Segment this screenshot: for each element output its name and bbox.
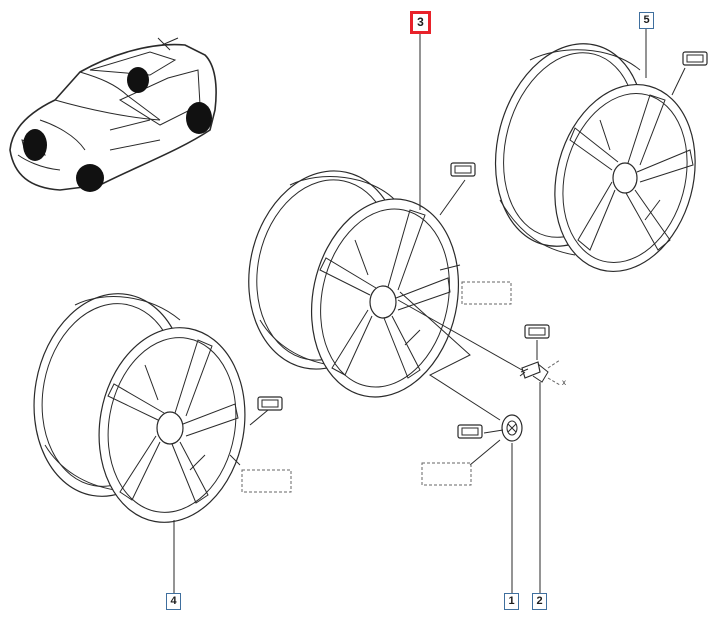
car-wheel-front-left — [23, 129, 47, 161]
tag-wheel-3 — [450, 162, 476, 177]
callout-3[interactable]: 3 — [410, 11, 431, 34]
assembly-lines — [397, 291, 523, 421]
callout-2-label: 2 — [536, 595, 543, 607]
callout-5-label: 5 — [643, 14, 650, 26]
callout-2[interactable]: 2 — [532, 593, 547, 610]
lug-bolt[interactable]: x — [519, 359, 566, 387]
wheel-3[interactable] — [231, 157, 476, 411]
svg-text:x: x — [562, 378, 566, 387]
callout-1-label: 1 — [508, 595, 515, 607]
callout-4[interactable]: 4 — [166, 593, 181, 610]
car-illustration — [9, 37, 217, 192]
center-cap[interactable] — [501, 414, 523, 442]
callout-3-label: 3 — [417, 15, 424, 29]
tag-lug-bolt — [524, 324, 550, 339]
tag-wheel-4 — [257, 396, 283, 411]
empty-box-wheel-4 — [241, 469, 292, 493]
tag-wheel-5 — [682, 51, 708, 66]
callout-4-label: 4 — [170, 595, 177, 607]
callout-5[interactable]: 5 — [639, 12, 654, 29]
wheel-4[interactable] — [18, 282, 259, 534]
reference-tags — [241, 51, 708, 493]
wheel-5[interactable] — [474, 27, 715, 287]
empty-box-wheel-3 — [461, 281, 512, 305]
empty-box-center-cap — [421, 462, 472, 486]
leader-lines — [173, 28, 686, 593]
car-wheel-rear-right — [186, 102, 212, 134]
callout-1[interactable]: 1 — [504, 593, 519, 610]
car-wheel-rear-left — [127, 67, 149, 93]
car-wheel-front-right — [76, 164, 104, 192]
tag-center-cap — [457, 424, 483, 439]
